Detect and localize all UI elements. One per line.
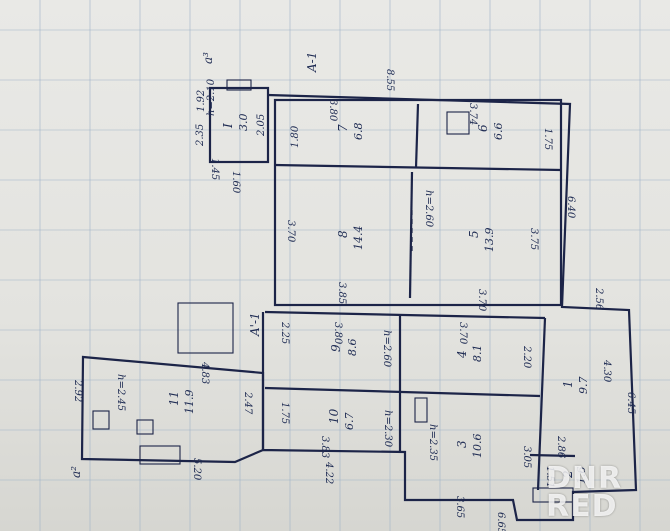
dim-430: 4.30 [601, 359, 612, 383]
room-11-number: 11 [167, 391, 181, 406]
room-10-number: 10 [327, 408, 341, 424]
dim-370-l: 3.70 [285, 220, 296, 243]
room-6-area: 6.6 [492, 123, 505, 141]
dim-374: 3.74 [467, 103, 478, 125]
room-5-area: 13.9 [483, 228, 496, 253]
boiler-icon [136, 419, 154, 435]
room-3-number: 3 [455, 440, 469, 448]
dim-292: 2.92 [72, 379, 83, 402]
dimension-labels: 8.55 1.92 h=2.10 2.35 2.05 1.80 3.80 3.7… [72, 69, 636, 531]
dim-175b: 1.75 [279, 402, 290, 424]
dim-365: 3.65 [454, 496, 465, 518]
walls [80, 86, 638, 522]
label-a2: a² [69, 466, 83, 478]
room-4-area: 8.1 [471, 345, 484, 363]
bathtub-icon [532, 487, 574, 503]
dim-230: h=2.30 [382, 410, 393, 448]
room-3-area: 10.6 [471, 434, 484, 459]
fixtures [92, 79, 574, 503]
room-labels: I 3.0 7 6.8 6 6.6 8 14.4 5 13.9 9 8.6 4 … [167, 114, 590, 485]
dim-180: 1.80 [290, 125, 301, 148]
room-10-area: 6.7 [343, 413, 356, 431]
dim-256: 2.56 [593, 287, 604, 311]
room-11-area: 11.9 [183, 390, 196, 415]
dim-286: 2.86 [555, 435, 566, 459]
dim-145: 1.45 [209, 158, 220, 180]
dim-385: 3.85 [336, 282, 347, 304]
room-7-number: 7 [336, 124, 350, 132]
dim-645: 6.45 [625, 392, 636, 414]
oven-icon [92, 410, 110, 430]
room-8-number: 8 [336, 230, 350, 238]
dim-160: 1.60 [230, 171, 241, 194]
room-6-number: 6 [476, 124, 490, 132]
dim-175: 1.75 [542, 128, 553, 150]
watermark-line-2: RED [546, 489, 618, 524]
dim-260-m: h=2.60 [381, 330, 392, 368]
dim-855: 8.55 [384, 69, 395, 91]
dim-640: 6.40 [565, 196, 576, 219]
dim-665: 6.65 [495, 512, 506, 531]
dim-520: 5.20 [191, 458, 202, 481]
label-a3: a³ [201, 52, 215, 64]
dim-192: 1.92 [196, 90, 207, 112]
steps-icon [226, 79, 252, 91]
room-1b-area: 9.7 [577, 377, 590, 395]
dim-483: 4.83 [199, 361, 210, 384]
room-1-number: I [221, 123, 235, 129]
stove-icon [446, 111, 470, 135]
dim-370-r: 3.70 [457, 322, 468, 345]
label-a1: A-1 [305, 52, 319, 73]
room-7-area: 6.8 [352, 123, 365, 141]
room-9-area: 8.6 [346, 339, 359, 357]
dim-380-m: 3.80 [332, 322, 343, 345]
room-1-area: 3.0 [237, 114, 250, 132]
watermark-line-1: DNR [546, 461, 623, 496]
label-a1-mid: A'-1 [248, 312, 262, 337]
room-4-number: 4 [455, 350, 469, 359]
dim-225: 2.25 [279, 321, 290, 344]
room-8-area: 14.4 [352, 226, 365, 251]
dim-235b: h=2.35 [427, 424, 438, 461]
dim-383: 3.83 [319, 436, 330, 458]
dim-375: 3.75 [528, 228, 539, 250]
dim-235: 2.35 [195, 124, 206, 147]
dim-260-top: h=2.60 [423, 190, 434, 228]
radiator-icon [414, 397, 428, 423]
dim-305: 3.05 [521, 446, 532, 468]
section-labels: A-1 A'-1 a³ a² [69, 52, 319, 478]
room-1b-number: 1 [561, 380, 575, 388]
watermark-logo: DNR RED [546, 461, 664, 527]
room-5-number: 5 [467, 230, 481, 238]
dim-151: 1.51 [544, 466, 555, 488]
dim-210: h=2.10 [206, 78, 217, 116]
room-9-number: 9 [329, 344, 343, 352]
dim-220: 2.20 [521, 345, 532, 369]
dim-370-m: 3.70 [476, 289, 487, 312]
dim-247: 2.47 [242, 391, 253, 415]
dim-380-top: 3.80 [327, 99, 338, 122]
dim-422: 4.22 [323, 461, 334, 484]
dim-205: 2.05 [256, 114, 267, 137]
room-2-area: 1.6 [575, 467, 588, 485]
dim-245: h=2.45 [115, 374, 126, 411]
room-2-number: 2 [561, 470, 575, 479]
